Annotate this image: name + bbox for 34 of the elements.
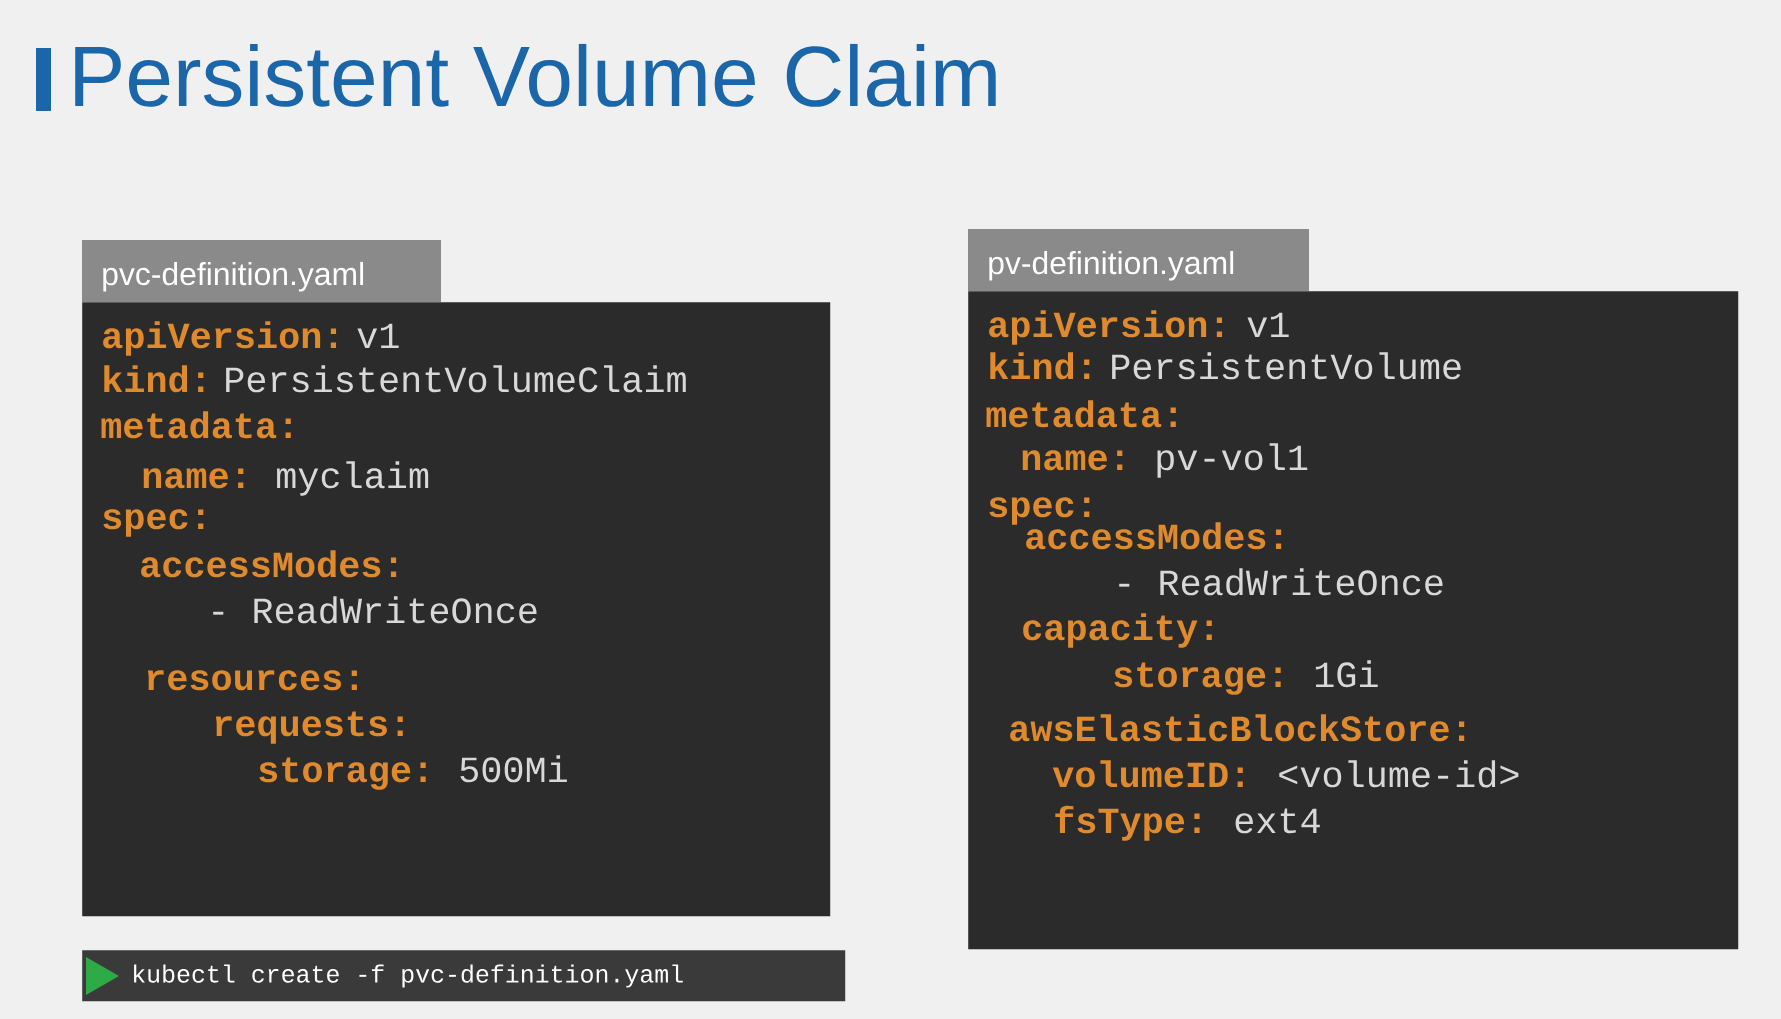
code-key: kind:	[104, 365, 204, 393]
code-key: volumeID:	[1052, 760, 1243, 788]
file-tab: pv-definition.yaml	[968, 229, 1309, 291]
code-value: PersistentVolume	[1112, 352, 1461, 380]
code-value: PersistentVolumeClaim	[226, 365, 686, 393]
code-value: - ReadWriteOnce	[213, 596, 537, 624]
slide-title: Persistent Volume Claim	[75, 43, 996, 107]
code-value: v1	[1247, 312, 1289, 337]
code-key: metadata:	[986, 400, 1176, 428]
code-key: metadata:	[101, 411, 291, 439]
code-key: apiVersion:	[103, 321, 337, 356]
code-key: requests:	[215, 711, 403, 744]
code-key: fsType:	[1055, 805, 1200, 841]
code-value: <volume-id>	[1279, 760, 1519, 788]
code-key: resources:	[147, 670, 357, 691]
code-key: name:	[143, 468, 244, 489]
code-value: ext4	[1235, 808, 1320, 834]
code-value: pv-vol1	[1157, 443, 1308, 478]
code-key: awsElasticBlockStore:	[1010, 714, 1465, 742]
code-key: storage:	[1114, 662, 1281, 695]
code-value: - ReadWriteOnce	[1119, 568, 1443, 596]
code-value: 1Gi	[1315, 660, 1378, 688]
file-tab: pvc-definition.yaml	[82, 240, 441, 302]
code-key: storage:	[259, 757, 426, 790]
code-key: spec:	[103, 509, 204, 537]
code-value: v1	[357, 323, 399, 348]
code-key: capacity:	[1023, 613, 1212, 648]
code-value: myclaim	[277, 461, 429, 496]
command-bar: kubectl create -f pvc-definition.yaml	[82, 950, 846, 1002]
code-key: name:	[1022, 450, 1123, 471]
code-key: accessModes:	[141, 550, 397, 578]
code-key: kind:	[990, 352, 1090, 380]
code-key: apiVersion:	[989, 310, 1223, 345]
code-value: 500Mi	[460, 755, 567, 783]
